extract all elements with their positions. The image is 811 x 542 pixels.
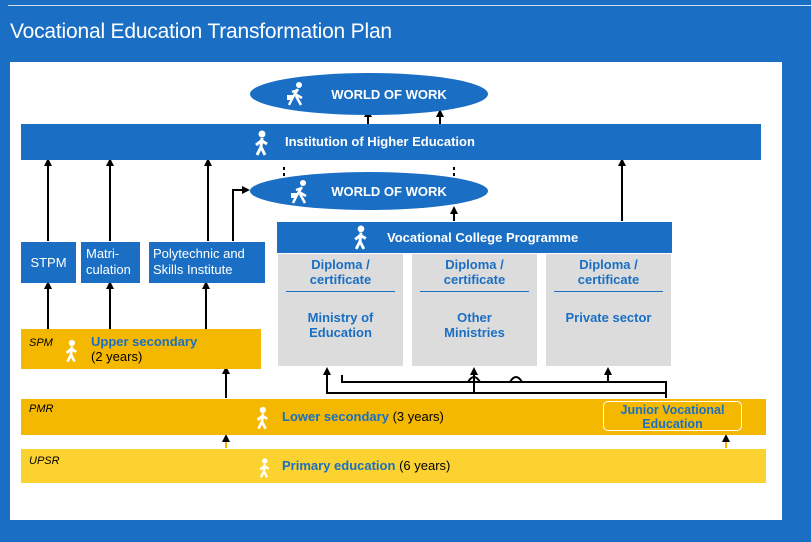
- matriculation-box: Matri- culation: [81, 242, 140, 283]
- polytechnic-box: Polytechnic and Skills Institute: [149, 242, 265, 283]
- divider: [420, 291, 529, 292]
- private-sector-box: Diploma / certificate Private sector: [546, 254, 671, 366]
- lower-secondary-band: PMR Lower secondary (3 years) Junior Voc…: [21, 399, 766, 435]
- person-walking-icon: [351, 225, 369, 253]
- person-walking-icon: [63, 339, 79, 368]
- institution-higher-education: Institution of Higher Education: [21, 124, 761, 160]
- primary-education-band: UPSR Primary education (6 years): [21, 449, 766, 483]
- ministry-education-box: Diploma / certificate Ministry of Educat…: [278, 254, 403, 366]
- person-running-icon: [286, 81, 308, 110]
- page-title: Vocational Education Transformation Plan: [10, 20, 392, 43]
- divider: [554, 291, 663, 292]
- other-ministries-box: Diploma / certificate Other Ministries: [412, 254, 537, 366]
- top-divider: [8, 5, 811, 6]
- person-walking-icon: [254, 406, 270, 435]
- person-walking-icon: [252, 130, 270, 159]
- upper-secondary-band: SPM Upper secondary (2 years): [21, 329, 261, 369]
- world-of-work-mid: WORLD OF WORK: [250, 172, 488, 210]
- person-running-icon: [290, 179, 312, 208]
- person-walking-icon: [257, 457, 271, 484]
- stpm-box: STPM: [21, 242, 76, 283]
- divider: [286, 291, 395, 292]
- world-of-work-top: WORLD OF WORK: [250, 73, 488, 115]
- vocational-college-programme: Vocational College Programme: [277, 222, 672, 253]
- junior-vocational-box: Junior Vocational Education: [603, 401, 742, 431]
